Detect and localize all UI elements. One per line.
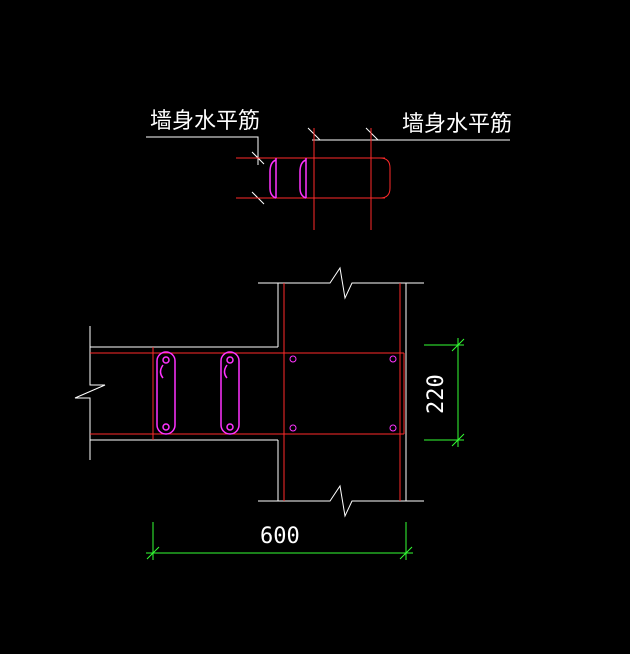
dim-tick — [399, 546, 413, 560]
stirrup-hook — [299, 159, 307, 199]
stirrup-hook — [269, 159, 277, 199]
right-callout-label: 墙身水平筋 — [402, 112, 512, 137]
horizontal-dimension: 600 — [146, 522, 413, 560]
rebar-dot — [289, 355, 297, 363]
tie-stirrup — [220, 351, 240, 435]
rebar-dot — [389, 424, 397, 432]
plan-detail — [74, 266, 424, 518]
rebar-dot — [389, 355, 397, 363]
dim-tick — [451, 433, 465, 447]
rebar-loop-end — [379, 157, 391, 199]
tie-stirrup — [156, 351, 176, 435]
wall-break-line — [74, 326, 106, 460]
left-callout-label: 墙身水平筋 — [150, 109, 260, 134]
left-callout-leader — [146, 136, 259, 165]
horizontal-dimension-value: 600 — [260, 524, 300, 549]
dim-tick — [146, 546, 160, 560]
rebar-dot — [289, 424, 297, 432]
vertical-dimension: 220 — [424, 338, 465, 447]
dim-tick — [451, 338, 465, 352]
column-top-edge — [258, 266, 424, 300]
leader-tick — [365, 127, 379, 141]
column-bottom-edge — [258, 484, 424, 518]
top-detail: 墙身水平筋 墙身水平筋 — [146, 109, 512, 230]
vertical-dimension-value: 220 — [424, 374, 449, 414]
